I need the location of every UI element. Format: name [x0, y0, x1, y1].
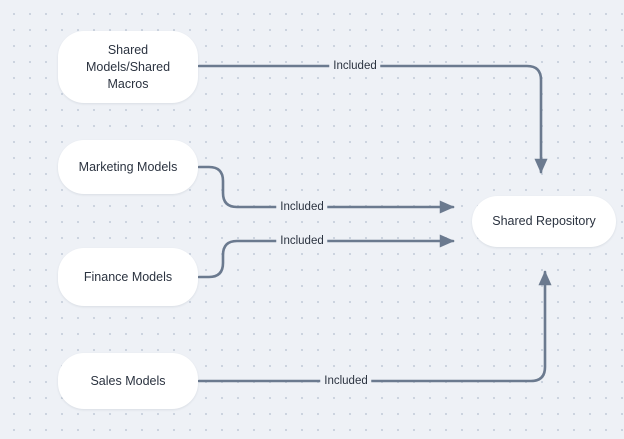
node-sales-models[interactable]: Sales Models [58, 353, 198, 409]
node-shared-repository[interactable]: Shared Repository [472, 196, 616, 247]
node-label-finance-models: Finance Models [83, 269, 173, 284]
edge-path-shared-models [197, 64, 548, 174]
node-marketing-models[interactable]: Marketing Models [58, 140, 198, 194]
node-label-shared-repository: Shared Repository [492, 214, 596, 228]
node-finance-models[interactable]: Finance Models [58, 248, 198, 306]
node-shared-models[interactable]: Shared Models/Shared Macros [58, 31, 198, 103]
node-label-sales-models: Sales Models [90, 373, 166, 388]
node-label-marketing-models: Marketing Models [78, 159, 178, 174]
edge-path-finance-models [197, 234, 455, 279]
edge-label-shared-models: Included [329, 59, 381, 73]
edge-path-sales-models [197, 270, 552, 383]
edge-label-finance-models: Included [276, 234, 328, 248]
edge-label-marketing-models: Included [276, 200, 328, 214]
edge-path-marketing-models [197, 165, 455, 214]
edge-label-sales-models: Included [320, 374, 372, 388]
node-label-shared-models: Shared Models/Shared Macros [85, 42, 171, 91]
